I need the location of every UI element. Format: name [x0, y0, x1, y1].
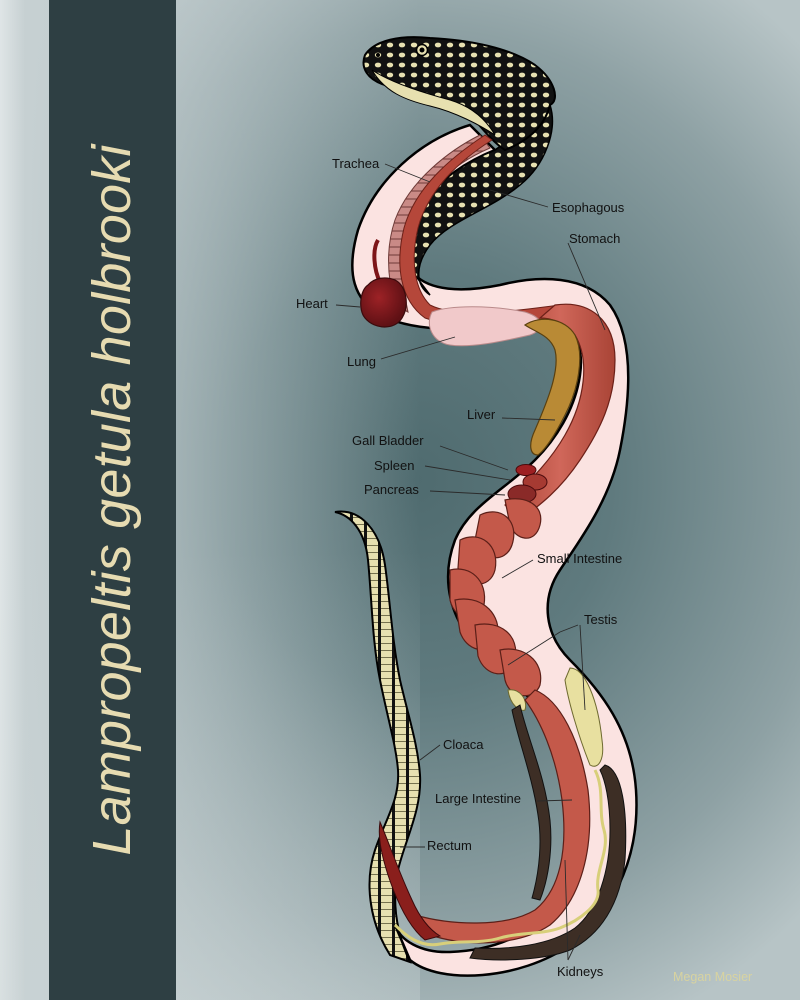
label-rectum: Rectum [427, 838, 472, 853]
tail [334, 510, 422, 964]
label-liver: Liver [467, 407, 496, 422]
snake-head [362, 36, 556, 152]
ureter [393, 769, 607, 947]
heart [360, 238, 407, 328]
liver [523, 318, 581, 456]
label-testis: Testis [584, 612, 618, 627]
leader-lines [335, 163, 606, 961]
label-small-intestine: Small Intestine [537, 551, 623, 566]
rectum [378, 820, 442, 941]
label-stomach: Stomach [569, 231, 621, 246]
small-intestine [449, 498, 542, 697]
label-spleen: Spleen [374, 458, 415, 473]
artist-credit: Megan Mosier [673, 970, 753, 984]
label-kidneys: Kidneys [557, 964, 604, 979]
label-pancreas: Pancreas [364, 482, 419, 497]
label-heart: Heart [296, 296, 328, 311]
label-trachea: Trachea [332, 156, 380, 171]
label-gall-bladder: Gall Bladder [352, 433, 424, 448]
label-large-intestine: Large Intestine [435, 791, 522, 806]
label-lung: Lung [347, 354, 376, 369]
label-cloaca: Cloaca [443, 737, 484, 752]
kidneys [469, 704, 627, 961]
title-banner [49, 0, 176, 1000]
label-esophagous: Esophagous [552, 200, 625, 215]
gall-bladder [515, 464, 537, 476]
testis [507, 667, 604, 767]
large-intestine [413, 689, 591, 944]
